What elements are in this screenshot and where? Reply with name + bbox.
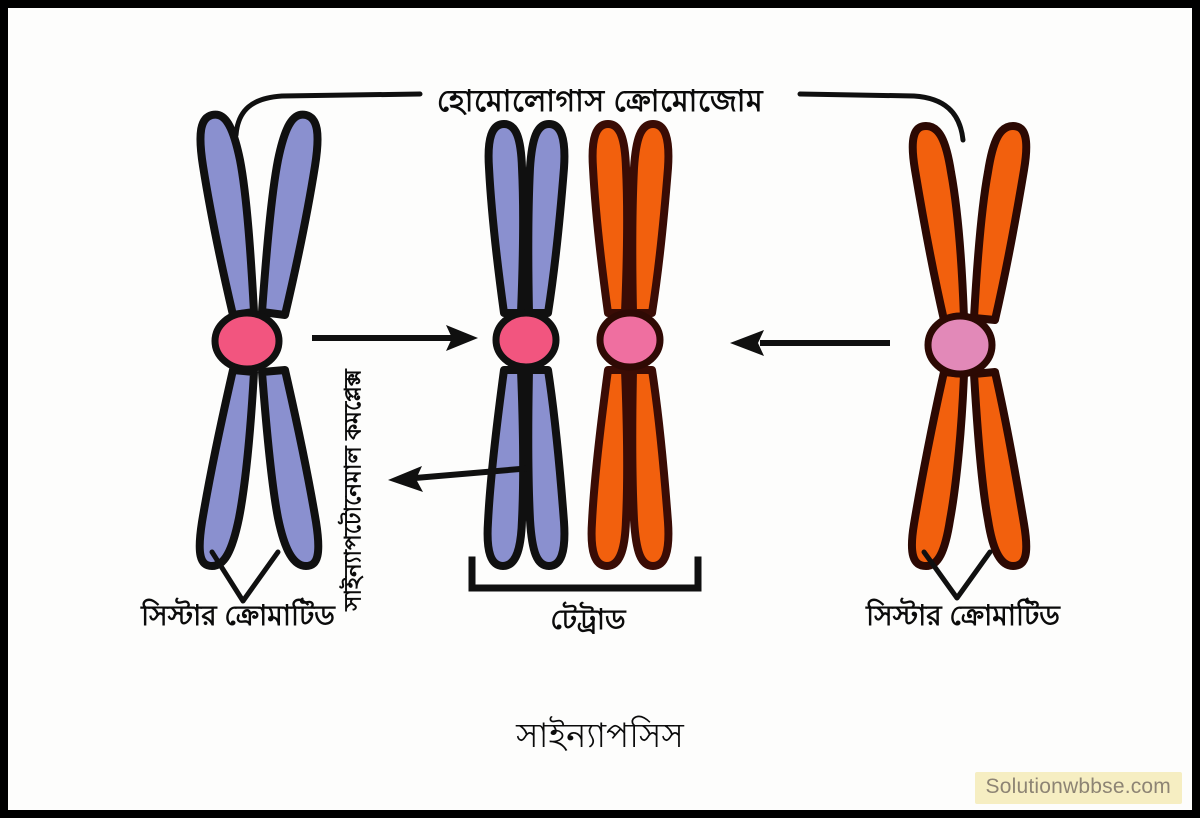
chromatid-arm — [195, 366, 258, 570]
chromatid-arm — [524, 120, 569, 317]
chromatid-arm — [484, 120, 528, 317]
arrow-left-to-center — [312, 325, 478, 351]
chromatid-arm — [628, 366, 673, 570]
chromatid-arm — [970, 368, 1031, 570]
chromatid-arm — [587, 366, 632, 570]
chromosome-left-blue — [195, 110, 323, 570]
label-sister-chromatid-right: সিস্টার ক্রোমাটিড — [866, 600, 1060, 631]
chromatid-arm — [524, 366, 569, 570]
centromere — [492, 309, 560, 371]
label-sister-chromatid-left: সিস্টার ক্রোমাটিড — [141, 600, 335, 631]
label-tetrad: টেট্রাড — [550, 604, 626, 635]
arrow-synaptonemal-complex — [388, 465, 533, 492]
centromere — [596, 309, 664, 371]
centromere — [211, 309, 283, 373]
chromatid-arm — [907, 368, 968, 570]
arrow-right-to-center — [730, 330, 890, 356]
figure-caption: সাইন্যাপসিস — [516, 717, 684, 755]
chromatid-arm — [258, 366, 323, 570]
pointer-sister-right — [921, 549, 993, 601]
chromatid-arm — [258, 110, 322, 319]
chromatid-arm — [970, 122, 1031, 324]
chromosome-middle-orange — [587, 120, 673, 570]
bracket-tetrad — [468, 556, 702, 592]
chromatid-arm — [588, 120, 632, 317]
label-homologous-chromosome: হোমোলোগাস ক্রোমোজোম — [436, 85, 764, 118]
chromatid-arm — [628, 120, 673, 317]
pointer-sister-left — [209, 549, 281, 604]
watermark: Solutionwbbse.com — [974, 772, 1182, 804]
chromatid-arm — [908, 122, 968, 324]
chromosome-middle-blue — [483, 120, 569, 570]
leader-homologous-right — [797, 91, 966, 143]
chromatid-arm — [196, 110, 258, 319]
leader-homologous-left — [233, 91, 423, 138]
label-synaptonemal-complex: সাইন্যাপটোনেমাল কমপ্লেক্স — [339, 369, 366, 611]
chromosome-right-orange — [907, 122, 1031, 570]
centromere — [924, 312, 996, 378]
